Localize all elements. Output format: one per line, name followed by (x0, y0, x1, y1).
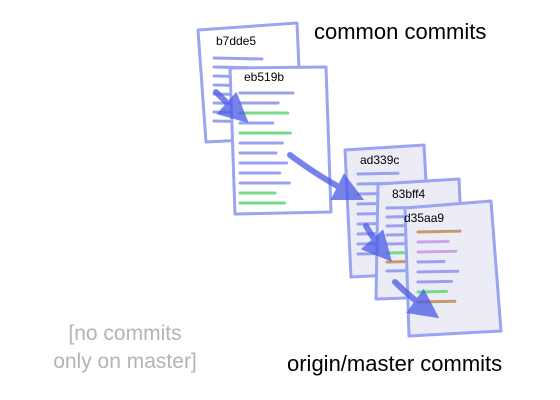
commit-id: d35aa9 (404, 211, 444, 225)
commit-id: ad339c (360, 153, 399, 167)
brown-content-line (416, 229, 462, 234)
no-commits-note-line-1: [no commits (68, 322, 182, 345)
commit-card-d35aa9: d35aa9 (403, 199, 503, 338)
purple-content-line (416, 249, 458, 254)
blue-content-line (416, 279, 454, 284)
purple-content-line (416, 239, 450, 244)
arrow-ad339c-to-83bff4 (360, 223, 392, 262)
blue-content-line (416, 259, 446, 264)
commit-id: eb519b (244, 70, 284, 84)
arrow-83bff4-to-d35aa9 (392, 279, 440, 319)
no-commits-note: [no commits only on master] (34, 320, 216, 376)
no-commits-note-line-2: only on master] (53, 350, 197, 373)
commit-card-eb519b: eb519b (228, 65, 333, 216)
blue-content-line (356, 171, 400, 176)
blue-content-line (212, 56, 264, 61)
arrow-b7dde5-to-eb519b (213, 89, 249, 124)
commit-id: b7dde5 (216, 34, 256, 48)
commit-id: 83bff4 (392, 187, 425, 201)
blue-content-line (416, 269, 460, 274)
origin-master-commits-heading: origin/master commits (287, 351, 503, 376)
green-content-line (416, 289, 449, 294)
common-commits-heading: common commits (314, 19, 487, 44)
brown-content-line (416, 299, 457, 304)
arrow-eb519b-to-ad339c (287, 152, 365, 201)
